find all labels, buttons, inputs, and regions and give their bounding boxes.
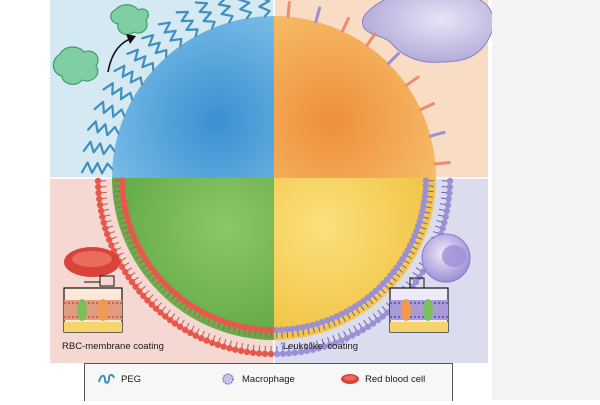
lipid-head [349, 332, 355, 338]
rbc-membrane-inset [64, 288, 122, 332]
lipid-head [445, 202, 451, 208]
lipid-head [215, 342, 221, 348]
lipid-head [97, 202, 103, 208]
legend-label-peg: PEG [121, 374, 141, 385]
lipid-head [262, 351, 268, 357]
lipid-head [439, 225, 445, 231]
lipid-head [447, 184, 453, 190]
legend-label-macrophage: Macrophage [242, 374, 295, 385]
lipid-head [232, 346, 238, 352]
lipid-head [250, 350, 256, 356]
legend-item-rbc: Red blood cell [339, 372, 425, 386]
peg-icon [97, 372, 117, 386]
red-blood-cell-icon [339, 372, 361, 386]
lipid-head [95, 178, 101, 184]
lipid-head [447, 178, 453, 184]
lipid-head [238, 348, 244, 354]
lipid-head [98, 208, 104, 214]
lipid-head [244, 349, 250, 355]
lipid-head [102, 225, 108, 231]
lipid-head [442, 214, 448, 220]
rbc-coating-label: RBC-membrane coating [62, 341, 164, 352]
lipid-head [446, 196, 452, 202]
lipid-head [99, 214, 105, 220]
macrophage-icon [218, 372, 238, 386]
lipid-head [268, 351, 274, 357]
lipid-head [108, 242, 114, 248]
lipid-head [256, 350, 262, 356]
lipid-head [209, 340, 215, 346]
lipid-head [446, 190, 452, 196]
lipid-head [96, 196, 102, 202]
lipid-head [220, 343, 226, 349]
leuko-coating-label: 'Leukolike' coating [281, 341, 358, 352]
lipid-head [104, 231, 110, 237]
lipid-head [106, 237, 112, 243]
legend-item-macrophage: Macrophage [218, 372, 295, 386]
lipid-head [226, 345, 232, 351]
lipid-head [95, 184, 101, 190]
lipid-head [119, 177, 125, 183]
lipid-head [203, 337, 209, 343]
lipid-head [273, 327, 279, 333]
lipid-head [198, 335, 204, 341]
lipid-head [95, 190, 101, 196]
lipid-head [441, 219, 447, 225]
page-margin [492, 0, 600, 400]
legend-box: PEG Macrophage Red blood cell [84, 363, 453, 401]
legend-label-rbc: Red blood cell [365, 374, 425, 385]
receptor-stick [435, 163, 449, 164]
legend-item-peg: PEG [97, 372, 141, 386]
receptor-stick [288, 3, 289, 17]
lipid-head [101, 219, 107, 225]
leuko-membrane-inset [390, 288, 448, 332]
lipid-head [274, 351, 280, 357]
leukocyte-icon [422, 234, 470, 282]
lipid-head [444, 208, 450, 214]
